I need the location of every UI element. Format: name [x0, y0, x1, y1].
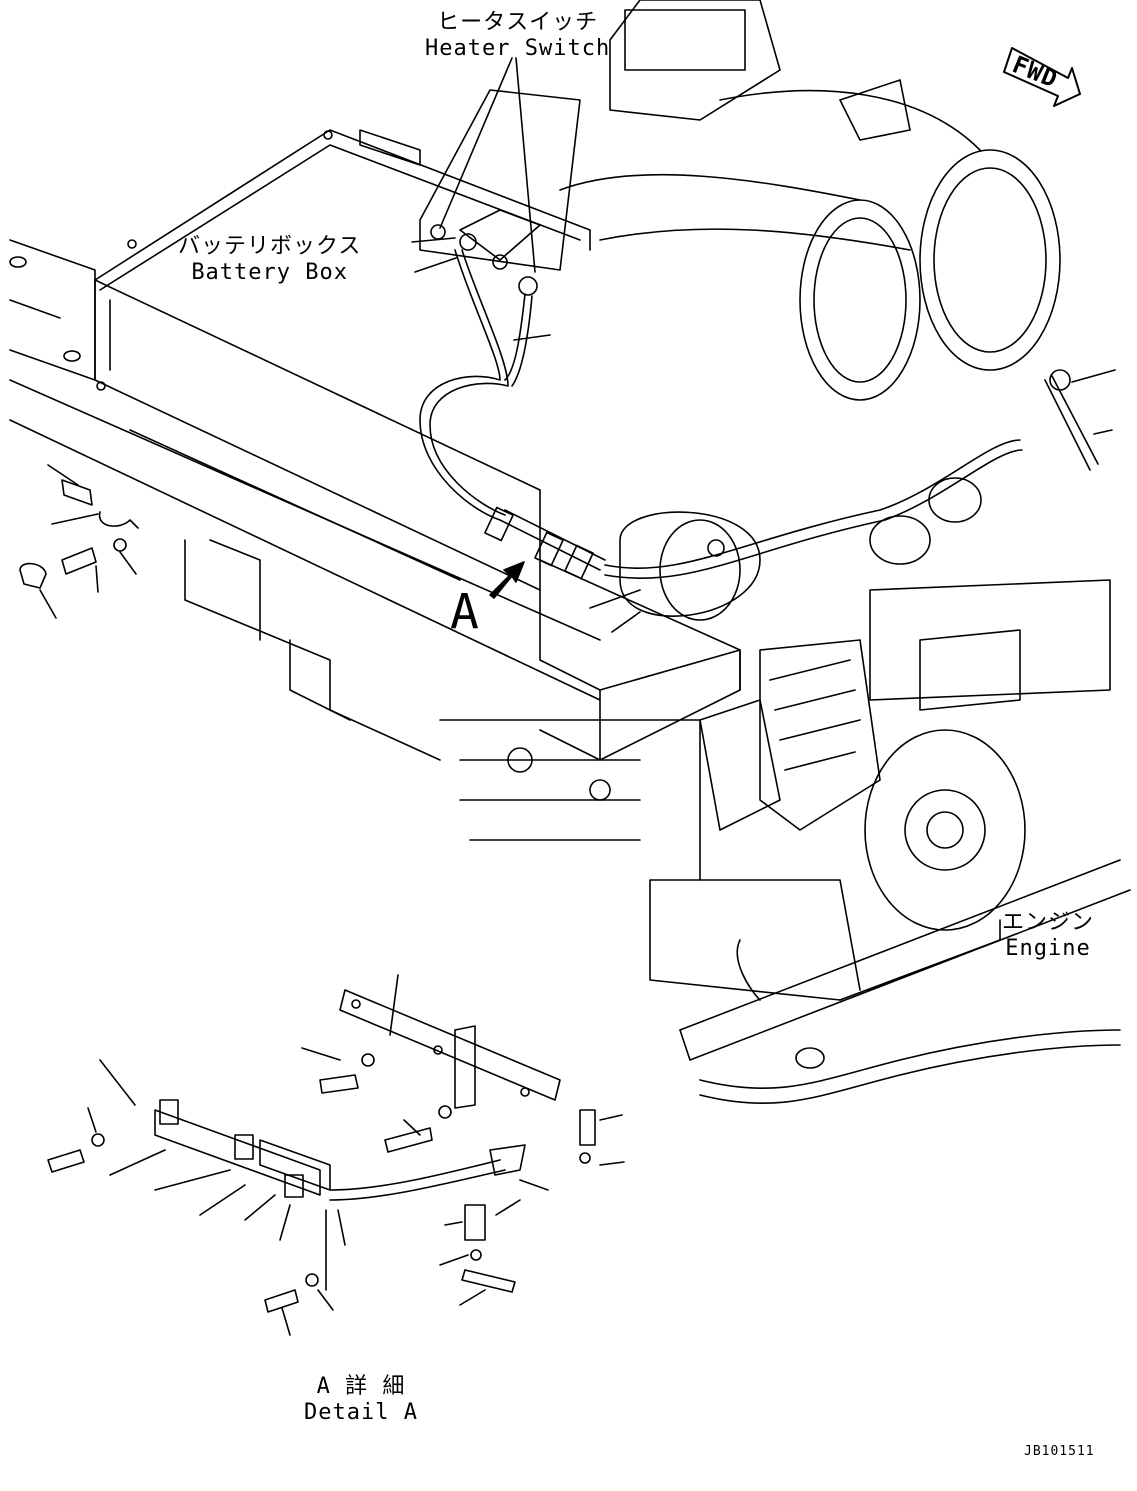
battery-box-label: バッテリボックス Battery Box — [178, 234, 361, 286]
heater-switch-label-en: Heater Switch — [425, 36, 611, 61]
battery-box — [94, 129, 601, 691]
heater-switch-label-jp: ヒータスイッチ — [437, 10, 599, 35]
heater-switch-label: ヒータスイッチ Heater Switch — [425, 10, 610, 62]
loose-parts-left — [19, 464, 139, 619]
engine-assembly — [439, 0, 1131, 1105]
fwd-arrow-icon — [1003, 47, 1081, 107]
engine-label-en: Engine — [1005, 936, 1091, 961]
detail-a-label-jp: A 詳 細 — [316, 1374, 406, 1399]
detail-a-label: A 詳 細 Detail A — [304, 1374, 418, 1426]
engine-label-jp: エンジン — [1002, 910, 1095, 935]
engine-label: エンジン Engine — [1002, 910, 1094, 962]
battery-box-label-jp: バッテリボックス — [178, 234, 362, 259]
chassis-frame — [9, 239, 601, 761]
leader-lines — [411, 57, 1116, 633]
heater-switch-harness — [419, 89, 1099, 580]
drawing-code: JB101511 — [1024, 1444, 1095, 1459]
view-marker-a: A — [450, 584, 479, 640]
cover-plate — [539, 559, 741, 761]
detail-a-label-en: Detail A — [304, 1400, 418, 1425]
battery-box-label-en: Battery Box — [191, 260, 349, 285]
detail-a-parts — [47, 974, 625, 1336]
view-arrow-icon — [489, 561, 525, 599]
